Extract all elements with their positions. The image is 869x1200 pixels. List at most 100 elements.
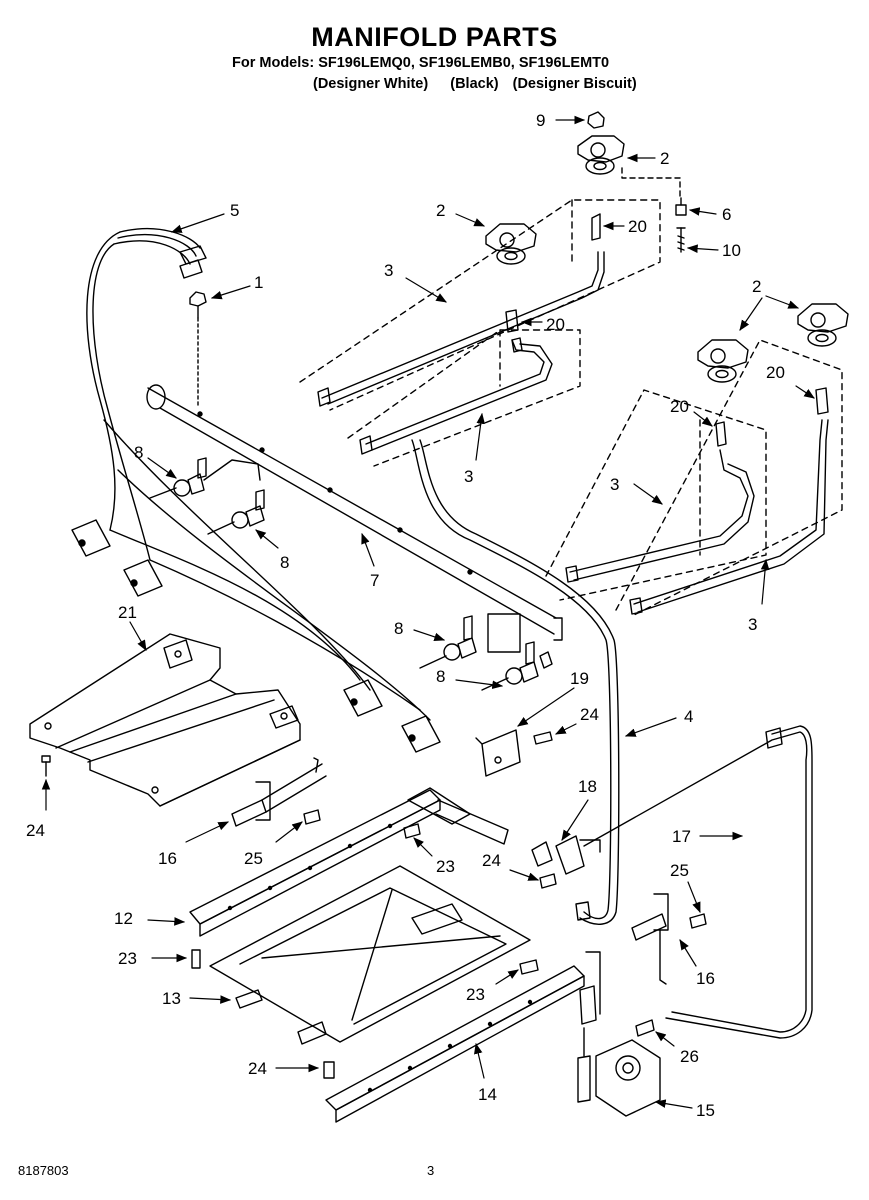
screw-part-24-left xyxy=(41,755,51,777)
callout-23-right: 23 xyxy=(466,985,485,1004)
leader-6 xyxy=(688,207,717,216)
doc-number: 8187803 xyxy=(18,1163,69,1178)
callout-20-top: 20 xyxy=(628,217,647,236)
regulator-part-15 xyxy=(577,1027,661,1117)
callout-19: 19 xyxy=(570,669,589,688)
callout-6: 6 xyxy=(722,205,731,224)
models-line: For Models: SF196LEMQ0, SF196LEMB0, SF19… xyxy=(232,55,610,71)
leader-13 xyxy=(189,995,232,1004)
screw-part-25-right xyxy=(689,913,707,929)
callout-24-mid: 24 xyxy=(482,851,501,870)
orifice-part-6 xyxy=(675,197,687,216)
tube-assembly-lower-right-b xyxy=(615,339,843,617)
page-number: 3 xyxy=(427,1163,435,1178)
callout-12: 12 xyxy=(114,909,133,928)
burner-rail-part-12 xyxy=(189,789,441,937)
callout-2-mid: 2 xyxy=(436,201,445,220)
ignition-switch-2 xyxy=(123,559,163,597)
callout-8-d: 8 xyxy=(436,667,445,686)
callout-3-mid: 3 xyxy=(464,467,473,486)
finish-designer-white: (Designer White) xyxy=(313,76,429,92)
leader-8-c xyxy=(413,629,446,642)
tube-part-17 xyxy=(665,725,813,1039)
valve-part-8-d xyxy=(481,641,553,691)
bracket-part-19 xyxy=(475,729,521,777)
manifold-pipe-part-7 xyxy=(146,384,563,641)
callouts: 9 2 6 10 2 20 5 1 3 20 2 20 20 3 8 8 xyxy=(26,111,815,1120)
leader-25-right xyxy=(687,881,701,914)
leader-16-right xyxy=(679,939,697,967)
finish-designer-biscuit: (Designer Biscuit) xyxy=(512,76,637,92)
leader-24-mid xyxy=(509,869,540,881)
leader-21 xyxy=(129,621,147,651)
leader-15 xyxy=(654,1099,693,1109)
callout-25-right: 25 xyxy=(670,861,689,880)
callout-23-mid: 23 xyxy=(436,857,455,876)
igniter-part-16-left xyxy=(231,757,327,827)
leader-4 xyxy=(624,717,677,737)
leader-23-right xyxy=(495,969,519,985)
callout-4: 4 xyxy=(684,707,693,726)
burner-rail-part-14 xyxy=(325,951,601,1123)
leader-1 xyxy=(210,285,251,300)
leader-2-right-b xyxy=(765,295,800,309)
screw-part-24-bracket xyxy=(533,731,553,745)
finish-black: (Black) xyxy=(450,76,499,92)
leader-10 xyxy=(686,244,719,253)
leader-25-left xyxy=(275,821,303,843)
callout-10: 10 xyxy=(722,241,741,260)
leader-8-b xyxy=(255,529,279,549)
gas-line-part-4 xyxy=(411,439,620,925)
screw-part-1 xyxy=(189,291,207,409)
leader-2-right-a xyxy=(739,297,763,331)
leader-3-lower-b xyxy=(760,558,770,605)
leader-2-mid xyxy=(455,213,485,227)
burner-tray-part-13 xyxy=(209,865,531,1045)
leader-8-d xyxy=(455,679,504,690)
leader-24-bracket xyxy=(555,723,577,735)
callout-25-left: 25 xyxy=(244,849,263,868)
leader-8-a xyxy=(147,457,177,479)
leader-20-right xyxy=(795,385,815,399)
valve-part-8-a xyxy=(149,457,261,499)
callout-15: 15 xyxy=(696,1101,715,1120)
callout-9: 9 xyxy=(536,111,545,130)
finishes-line: (Designer White) (Black) (Designer Biscu… xyxy=(313,76,637,92)
ignition-switch-4 xyxy=(401,715,441,753)
callout-16-right: 16 xyxy=(696,969,715,988)
leader-12 xyxy=(147,917,186,926)
leader-18 xyxy=(561,799,589,841)
ignition-switch-3 xyxy=(343,679,383,717)
screw-part-23-right xyxy=(519,959,539,975)
callout-24-bottom: 24 xyxy=(248,1059,267,1078)
callout-20-mid: 20 xyxy=(546,315,565,334)
leader-5 xyxy=(170,213,225,233)
burner-head-right-a xyxy=(697,339,749,383)
callout-20-lower: 20 xyxy=(670,397,689,416)
valve-part-8-c xyxy=(419,613,521,669)
screw-part-23-left xyxy=(191,949,201,969)
screw-part-26 xyxy=(635,1019,655,1037)
shield-part-21 xyxy=(29,633,301,807)
screw-part-23-mid xyxy=(403,823,421,839)
tube-assembly-upper-left xyxy=(299,199,661,411)
callout-3-lower-a: 3 xyxy=(610,475,619,494)
callout-8-c: 8 xyxy=(394,619,403,638)
callout-14: 14 xyxy=(478,1085,497,1104)
callout-17: 17 xyxy=(672,827,691,846)
ignition-switch-1 xyxy=(71,519,111,557)
callout-3-upper: 3 xyxy=(384,261,393,280)
callout-24-bracket: 24 xyxy=(580,705,599,724)
leader-19 xyxy=(517,687,575,727)
leader-16-left xyxy=(185,821,229,843)
screw-part-24-bottom xyxy=(323,1061,335,1079)
burner-head-right-b xyxy=(797,303,849,347)
screw-part-10 xyxy=(676,227,686,253)
tube-assembly-lower-right-a xyxy=(545,389,767,601)
leader-26 xyxy=(655,1031,675,1047)
leader-7 xyxy=(361,532,375,567)
leader-3-mid xyxy=(475,412,486,461)
callout-16-left: 16 xyxy=(158,849,177,868)
igniter-part-16-right xyxy=(631,893,669,985)
leader-3-upper xyxy=(405,277,447,303)
